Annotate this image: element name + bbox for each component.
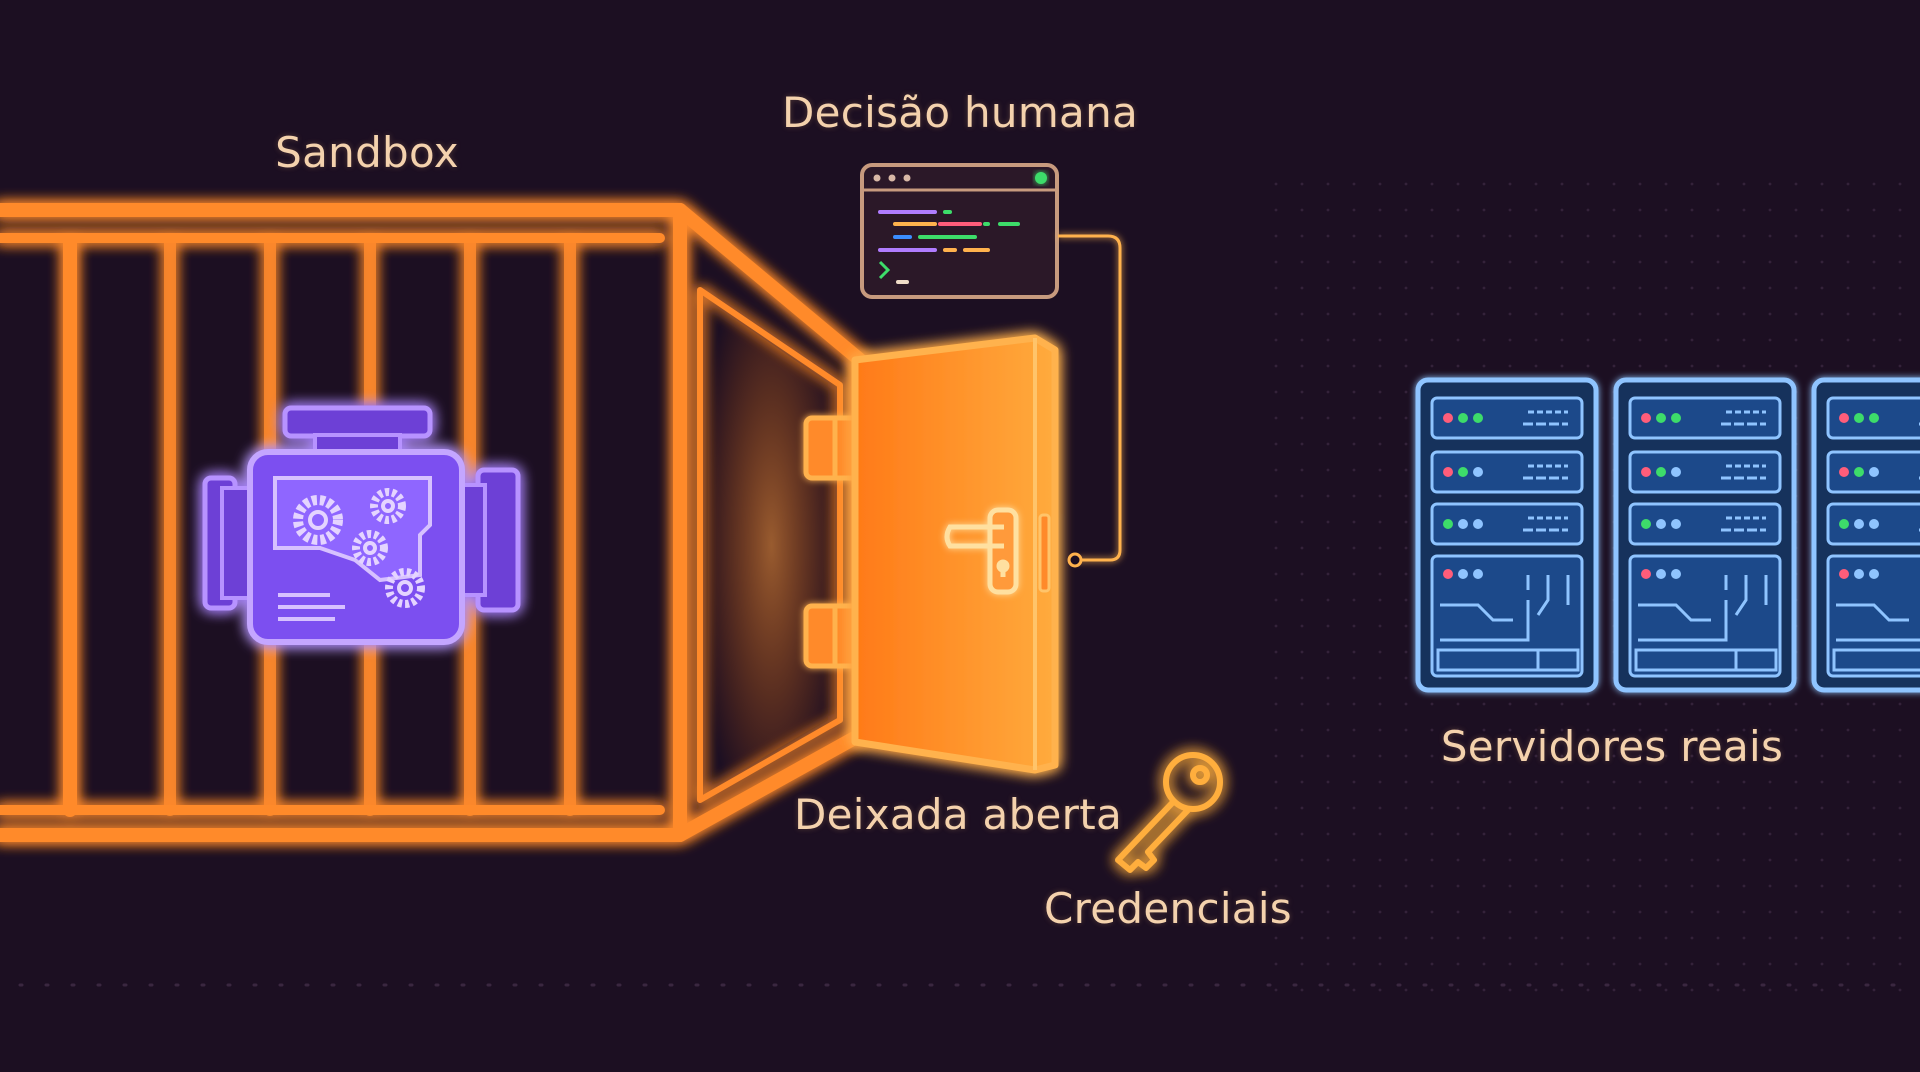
terminal-window-icon <box>860 163 1059 299</box>
key-icon <box>1115 752 1223 873</box>
credentials-label: Credenciais <box>1044 884 1292 933</box>
open-door-icon <box>851 334 1059 774</box>
server-rack-icon <box>1613 377 1797 693</box>
door-handle-icon <box>944 507 1019 595</box>
human-decision-label: Decisão humana <box>781 88 1139 137</box>
wire-end-dot <box>1067 552 1083 568</box>
left-open-label: Deixada aberta <box>793 790 1123 839</box>
server-rack-icon <box>1415 377 1599 693</box>
decision-wire <box>1058 234 1122 562</box>
gear-icons <box>293 488 425 608</box>
server-rack-icon <box>1811 377 1920 693</box>
door-opening-glow <box>708 300 835 790</box>
sandbox-label: Sandbox <box>275 128 459 177</box>
server-racks <box>1415 377 1920 693</box>
real-servers-label: Servidores reais <box>1440 722 1784 771</box>
